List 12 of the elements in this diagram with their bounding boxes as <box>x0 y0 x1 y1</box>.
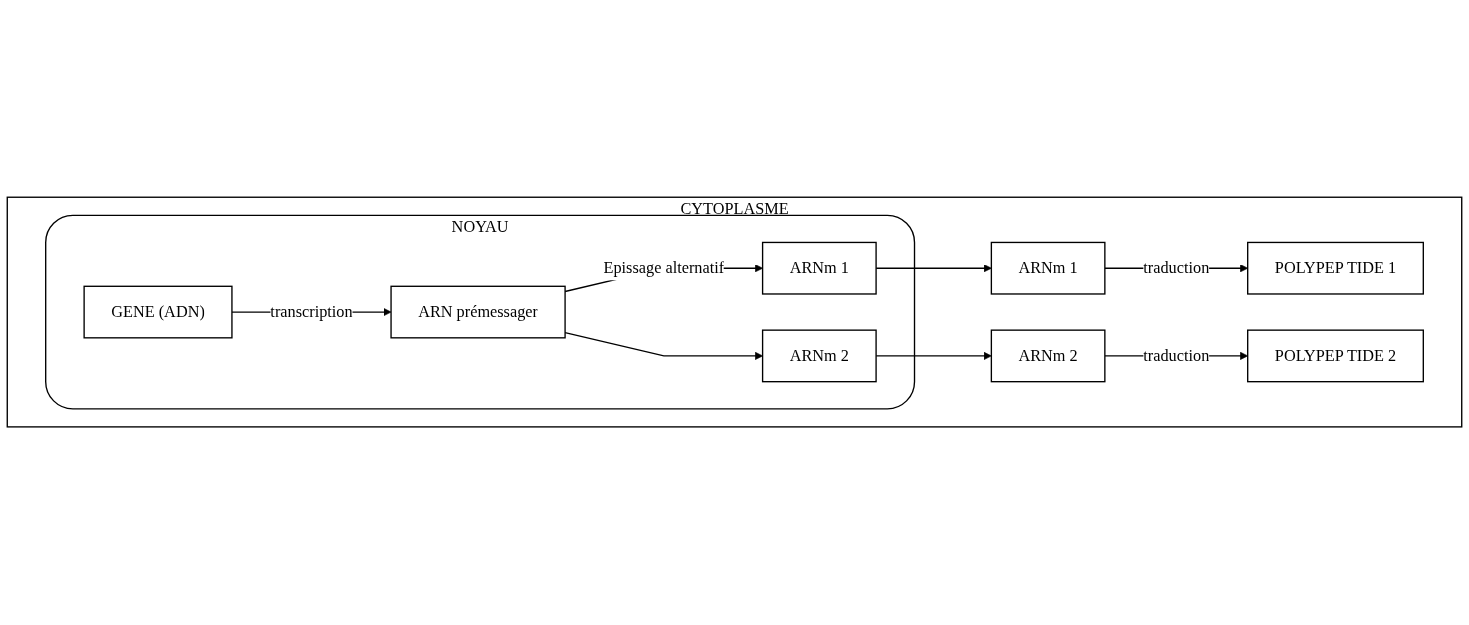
edge-label: traduction <box>1143 346 1210 365</box>
node-box: GENE (ADN) <box>83 286 233 339</box>
node-box: ARN prémessager <box>390 286 566 339</box>
edge-label: traduction <box>1143 259 1210 278</box>
node-box: ARNm 2 <box>990 329 1106 383</box>
edge-label: transcription <box>270 303 353 322</box>
node-box: POLYPEP TIDE 1 <box>1247 242 1424 296</box>
node-box: ARNm 2 <box>761 329 877 383</box>
node-box: POLYPEP TIDE 2 <box>1247 329 1424 383</box>
node-box: ARNm 1 <box>990 242 1106 296</box>
node-box: ARNm 1 <box>761 242 877 296</box>
edge-label: Epissage alternatif <box>603 259 725 278</box>
